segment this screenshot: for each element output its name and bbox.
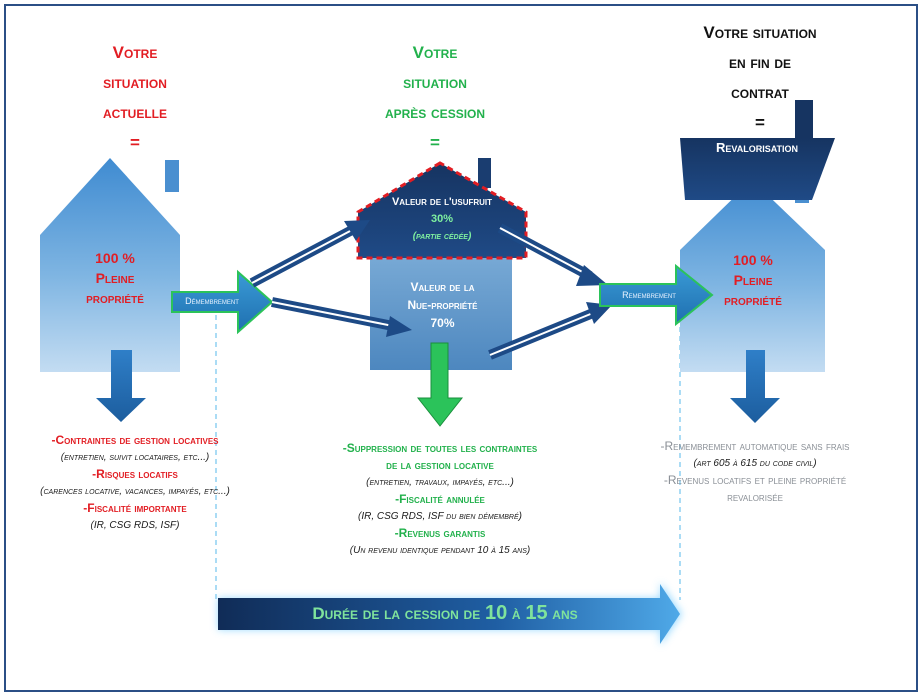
- remembrement-label: Remembrement: [622, 290, 676, 300]
- house-after-cession: [356, 158, 528, 370]
- diagram-frame: [4, 4, 918, 692]
- arrow-down-right: [730, 350, 780, 423]
- title-current-situation: Votre situation actuelle =: [103, 43, 167, 152]
- house-current-label: 100 % Pleine propriété: [86, 250, 144, 306]
- demembrement-label: Démembrement: [185, 296, 239, 306]
- house-end-label: 100 % Pleine propriété: [724, 252, 782, 308]
- notes-after-cession: -Suppression de toutes les contraintes d…: [342, 441, 538, 556]
- house-current: [40, 158, 180, 372]
- house-end-of-contract: [680, 100, 835, 372]
- arrow-down-left: [96, 350, 146, 422]
- arrow-from-nue-propriete: [488, 302, 612, 360]
- duration-label: Durée de la cession de 10 à 15 ans: [312, 602, 578, 624]
- duration-arrow: [218, 584, 680, 644]
- arrow-to-usufruit: [249, 220, 370, 288]
- revalorisation-label: Revalorisation: [715, 140, 799, 155]
- nue-propriete-label: Valeur de la Nue-propriété 70%: [407, 280, 478, 330]
- arrow-remembrement: [599, 263, 714, 327]
- arrow-from-usufruit: [497, 223, 608, 286]
- arrow-down-middle: [416, 342, 464, 427]
- notes-end-of-contract: -Remembrement automatique sans frais (ar…: [660, 439, 850, 504]
- arrow-demembrement: [171, 269, 274, 335]
- title-end-of-contract: Votre situation en fin de contrat =: [703, 23, 817, 132]
- notes-current: -Contraintes de gestion locatives (entre…: [40, 433, 230, 531]
- title-after-cession: Votre situation après cession =: [384, 43, 486, 152]
- usufruit-label: Valeur de l'usufruit 30% (partie cédée): [391, 196, 493, 242]
- arrow-to-nue-propriete: [271, 297, 412, 337]
